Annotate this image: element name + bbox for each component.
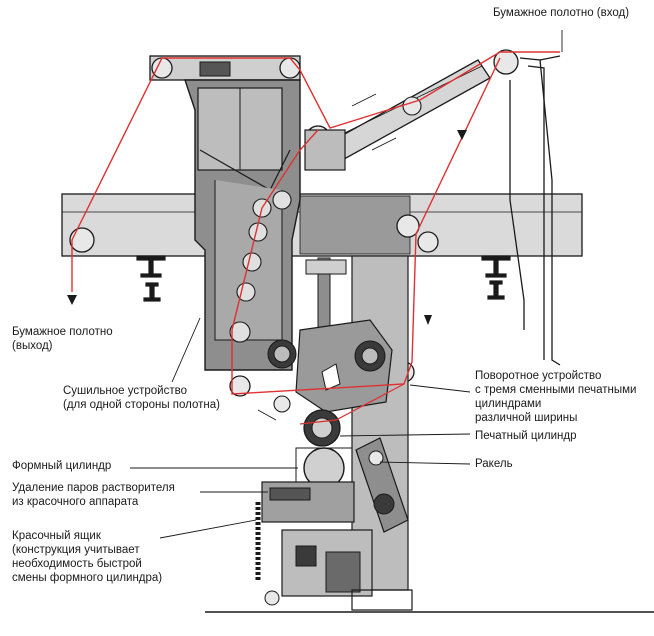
roller-beam-right: [396, 214, 420, 238]
ibeam-support-left: [136, 255, 166, 302]
roller-lower-left: [229, 375, 251, 397]
label-turret-3: цилиндрами: [475, 398, 542, 410]
paper-web-path: [71, 51, 560, 292]
label-paper-in: Бумажное полотно (вход): [493, 7, 630, 19]
label-paper-out-1: Бумажное полотно: [12, 326, 113, 338]
label-solvent-2: из красочного аппарата: [12, 496, 139, 508]
label-solvent-1: Удаление паров растворителя: [12, 482, 175, 494]
label-inkbox-3: необходимость быстрой: [12, 558, 142, 570]
beam-dark-section: [299, 195, 411, 255]
ink-box: [264, 529, 373, 606]
diagonal-arm: [304, 59, 491, 171]
label-turret-1: Поворотное устройство: [475, 370, 602, 382]
label-dryer-1: Сушильное устройство: [63, 385, 187, 397]
roller-top-left: [151, 57, 173, 79]
label-doctor: Ракель: [475, 458, 513, 470]
label-inkbox-2: (конструкция учитывает: [12, 544, 140, 556]
label-form-cylinder: Формный цилиндр: [12, 460, 112, 472]
dryer-roller-4: [242, 252, 262, 272]
roller-inlet: [493, 49, 519, 75]
solvent-hood: [255, 481, 355, 580]
paper-web-loop: [231, 57, 501, 395]
dryer-roller-5: [236, 282, 256, 302]
callout-lines: [130, 30, 563, 539]
roller-beam-right-2: [417, 231, 439, 253]
arrow-icon: [67, 130, 467, 325]
dryer-roller-6: [229, 321, 251, 343]
label-dryer-2: (для одной стороны полотна): [63, 399, 220, 411]
machine-base: [351, 589, 413, 611]
arrow-line-low: [257, 409, 277, 421]
dryer-vent-block: [199, 61, 231, 77]
upper-bracket: [305, 259, 347, 275]
arrow-line-up: [351, 93, 377, 107]
roller-outlet: [69, 227, 95, 253]
roller-left-low: [273, 395, 291, 413]
roller-top-right: [279, 57, 301, 79]
ibeam-support-right: [481, 255, 511, 300]
doctor-blade-unit: [355, 437, 409, 533]
paper-web-print: [299, 383, 405, 425]
arrow-line-right: [371, 137, 397, 151]
label-turret-4: различной ширины: [475, 412, 578, 424]
label-inkbox-4: смены формного цилиндра): [12, 572, 163, 584]
label-turret-2: с тремя сменными печатными: [475, 384, 637, 396]
dryer-roller-2: [272, 190, 292, 210]
impression-cylinder-core: [311, 417, 333, 439]
inlet-frame: [509, 55, 561, 366]
label-inkbox-1: Красочный ящик: [12, 530, 101, 542]
label-impression: Печатный цилиндр: [475, 430, 577, 442]
label-paper-out-2: (выход): [12, 340, 53, 352]
